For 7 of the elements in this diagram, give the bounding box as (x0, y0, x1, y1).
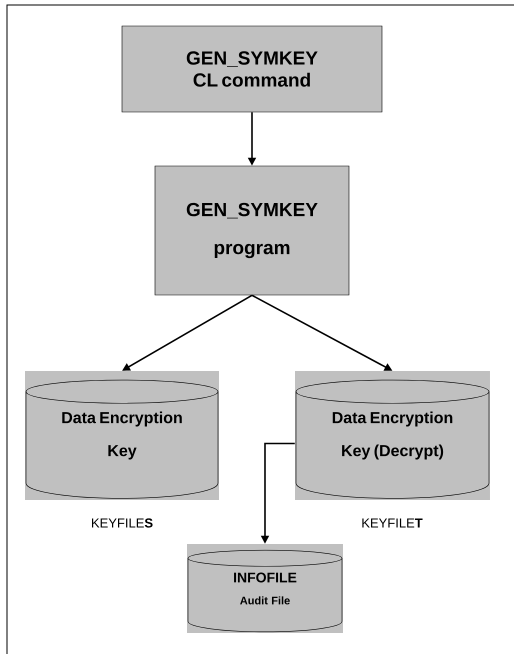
database-cylinder: Data Encryption Key (Decrypt) (295, 371, 490, 500)
file-name-label: KEYFILET (362, 518, 423, 528)
process-box: GEN_SYMKEY CL command (122, 26, 382, 112)
file-name-label: KEYFILES (92, 518, 153, 528)
process-box: GEN_SYMKEY program (154, 166, 350, 296)
database-cylinder: Data Encryption Key (25, 371, 219, 500)
database-cylinder: INFOFILE Audit File (187, 544, 343, 633)
